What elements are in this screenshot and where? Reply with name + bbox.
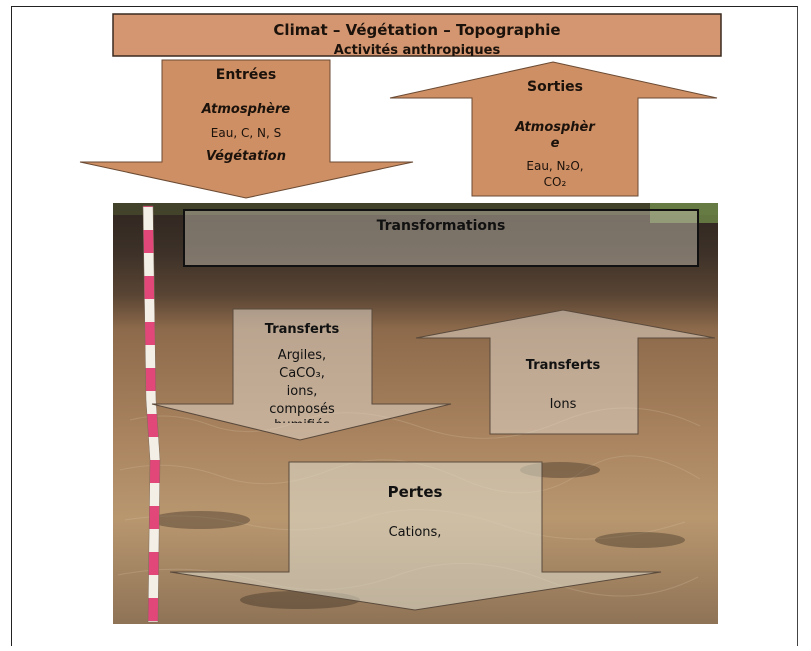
transfers-down-caco3: CaCO₃, <box>279 366 325 381</box>
inputs-arrow: Entrées Atmosphère Eau, C, N, S Végétati… <box>80 60 413 198</box>
inputs-title: Entrées <box>216 67 276 83</box>
transfers-down-clays: Argiles, <box>278 348 326 363</box>
transfers-down-title: Transferts <box>265 322 340 337</box>
outputs-atmosphere: Atmosphèr <box>514 120 596 135</box>
outputs-gases: Eau, N₂O, <box>526 159 583 173</box>
transfers-up-ions: Ions <box>550 397 577 412</box>
outputs-arrow: Sorties Atmosphèr e Eau, N₂O, CO₂ <box>390 62 717 196</box>
header-title: Climat – Végétation – Topographie <box>273 21 560 39</box>
transfers-down-compounds: composés <box>269 402 335 417</box>
outputs-atmosphere-wrap: e <box>551 136 560 151</box>
transfers-up-title: Transferts <box>526 358 601 373</box>
header-subtitle: Activités anthropiques <box>334 43 501 58</box>
outputs-title: Sorties <box>527 79 583 95</box>
inputs-vegetation: Végétation <box>206 149 286 164</box>
inputs-elements: Eau, C, N, S <box>211 126 281 140</box>
transformations-box: Transformations <box>184 210 698 266</box>
transformations-label: Transformations <box>377 218 506 234</box>
outputs-co2: CO₂ <box>544 175 567 189</box>
inputs-atmosphere: Atmosphère <box>201 102 291 117</box>
transfers-down-ions: ions, <box>287 384 318 399</box>
header-banner: Climat – Végétation – Topographie Activi… <box>113 14 721 58</box>
losses-cations: Cations, <box>389 525 442 540</box>
losses-title: Pertes <box>388 483 443 501</box>
